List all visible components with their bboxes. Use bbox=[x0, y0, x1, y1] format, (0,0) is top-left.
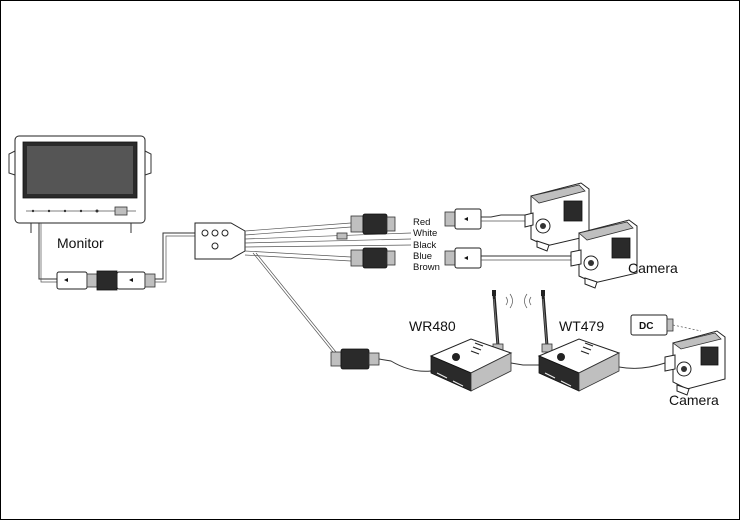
transmitter-label: WT479 bbox=[559, 318, 604, 334]
aviation-connector-icon bbox=[330, 348, 380, 370]
antenna-icon bbox=[492, 290, 504, 353]
splitter-box bbox=[194, 222, 246, 260]
monitor-cable bbox=[38, 223, 57, 280]
dc-power-icon bbox=[630, 314, 702, 336]
wire-label-blue: Blue bbox=[413, 251, 432, 262]
camera-icon bbox=[570, 219, 638, 289]
receiver-label: WR480 bbox=[409, 318, 456, 334]
camera-label-top: Camera bbox=[628, 260, 678, 276]
dc-label: DC bbox=[639, 321, 653, 332]
camera-icon bbox=[664, 330, 726, 396]
wireless-receiver-icon bbox=[429, 338, 513, 392]
monitor-icon bbox=[8, 135, 152, 233]
wire-label-red: Red bbox=[413, 217, 430, 228]
wireless-transmitter-icon bbox=[537, 338, 621, 392]
aviation-connector-icon bbox=[444, 208, 482, 230]
monitor-label: Monitor bbox=[57, 235, 104, 251]
wireless-signal-icon bbox=[505, 293, 532, 309]
antenna-icon bbox=[541, 290, 553, 353]
aviation-connector-icon bbox=[350, 213, 396, 235]
camera-label-bottom: Camera bbox=[669, 392, 719, 408]
aviation-connector-icon bbox=[56, 270, 156, 291]
aviation-connector-icon bbox=[350, 247, 396, 269]
wire-bundle bbox=[244, 222, 412, 358]
wire-label-white: White bbox=[413, 228, 437, 239]
camera-icon bbox=[524, 182, 590, 252]
aviation-connector-icon bbox=[444, 247, 482, 269]
wire-label-brown: Brown bbox=[413, 262, 440, 273]
wire-label-black: Black bbox=[413, 240, 436, 251]
